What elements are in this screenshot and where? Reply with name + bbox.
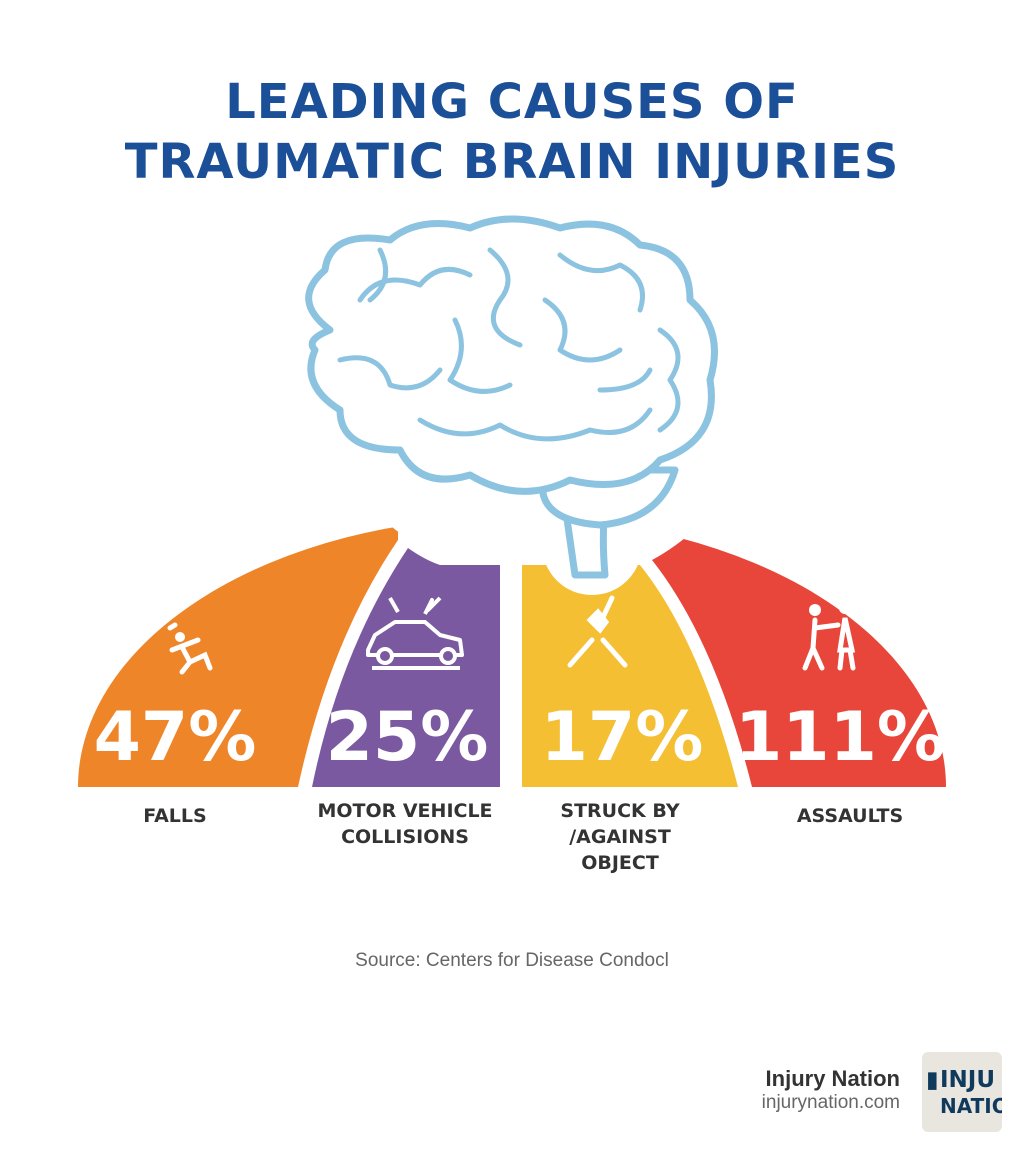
value-assaults: 111% [735,698,945,777]
label-motor-vehicle: MOTOR VEHICLE COLLISIONS [300,798,510,850]
label-struck-by: STRUCK BY/AGAINST OBJECT [540,798,700,876]
value-struck-by: 17% [541,698,704,777]
brand-url[interactable]: injurynation.com [761,1092,900,1113]
label-assaults: ASSAULTS [770,803,930,829]
title-line-2: TRAUMATIC BRAIN INJURIES [124,134,900,190]
source-note: Source: Centers for Disease Condocl [355,950,669,971]
car-crash-icon [366,596,464,670]
segment-struck-by [522,565,738,787]
label-line: MOTOR VEHICLE [317,800,493,822]
label-line: STRUCK BY [560,800,680,822]
label-line: FALLS [143,805,207,827]
logo-text: INJU [940,1067,996,1093]
label-line: COLLISIONS [341,826,469,848]
logo-text: NATIO [940,1094,1002,1118]
collision-icon [567,595,628,668]
brain-illustration [305,215,718,579]
label-falls: FALLS [95,803,255,829]
brand-name: Injury Nation [765,1066,900,1091]
assault-icon [802,602,856,671]
label-line: ASSAULTS [796,805,904,827]
value-motor-vehicle: 25% [326,698,489,777]
brand-logo: ▮ INJU NATIO [922,1052,1002,1132]
value-falls: 47% [94,698,257,777]
label-line: /AGAINST [569,826,671,848]
falling-person-icon [167,622,213,675]
label-line: OBJECT [581,852,659,874]
title-line-1: LEADING CAUSES OF [225,74,799,130]
brand: Injury Nation injurynation.com [762,1066,900,1114]
